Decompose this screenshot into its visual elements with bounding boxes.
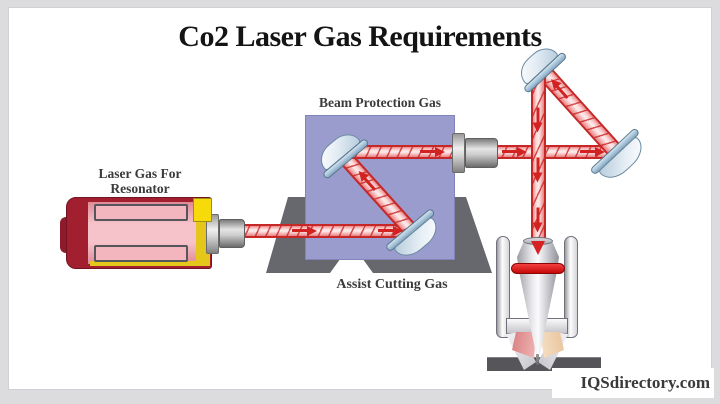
resonator-end-nub <box>60 217 71 253</box>
beam-arrow-right <box>292 225 317 236</box>
label-beam-protection-gas: Beam Protection Gas <box>319 95 441 110</box>
laser-beam-vertical <box>531 70 546 244</box>
beam-arrow-down <box>536 207 540 224</box>
label-line-2: Resonator <box>110 181 170 196</box>
resonator-electrode-top <box>94 204 188 221</box>
beam-arrow-down <box>536 107 540 124</box>
cutting-head-column-left <box>496 236 510 338</box>
box-exit-coupler <box>465 138 498 168</box>
resonator-yellow-edge <box>90 261 200 266</box>
label-laser-gas-for-resonator: Laser Gas For Resonator <box>72 166 208 196</box>
beam-arrow-up-left <box>363 177 377 191</box>
resonator-output-flange <box>206 214 219 254</box>
box-exit-flange <box>452 133 465 173</box>
page-title: Co2 Laser Gas Requirements <box>178 20 542 53</box>
laser-beam-resonator-output <box>238 224 418 238</box>
focus-lens-ring <box>511 263 565 274</box>
resonator-output-nozzle <box>219 219 245 248</box>
label-assist-cutting-gas: Assist Cutting Gas <box>336 277 448 292</box>
resonator-yellow-block <box>193 198 212 222</box>
beam-arrow-right <box>502 146 527 157</box>
beam-arrow-right <box>580 146 605 157</box>
watermark-text: IQSdirectory.com <box>580 373 710 392</box>
nozzle-needle-tip <box>536 350 539 365</box>
label-line-1: Laser Gas For <box>98 166 182 181</box>
beam-arrow-down <box>536 157 540 174</box>
beam-arrow-right <box>378 225 403 236</box>
beam-arrow-right <box>420 146 445 157</box>
cutting-head-column-right <box>564 236 578 338</box>
beam-arrow-up-left <box>556 84 569 99</box>
beam-focus-tip <box>531 241 545 255</box>
watermark-patch: IQSdirectory.com <box>552 368 714 398</box>
resonator-electrode-bottom <box>94 245 188 262</box>
